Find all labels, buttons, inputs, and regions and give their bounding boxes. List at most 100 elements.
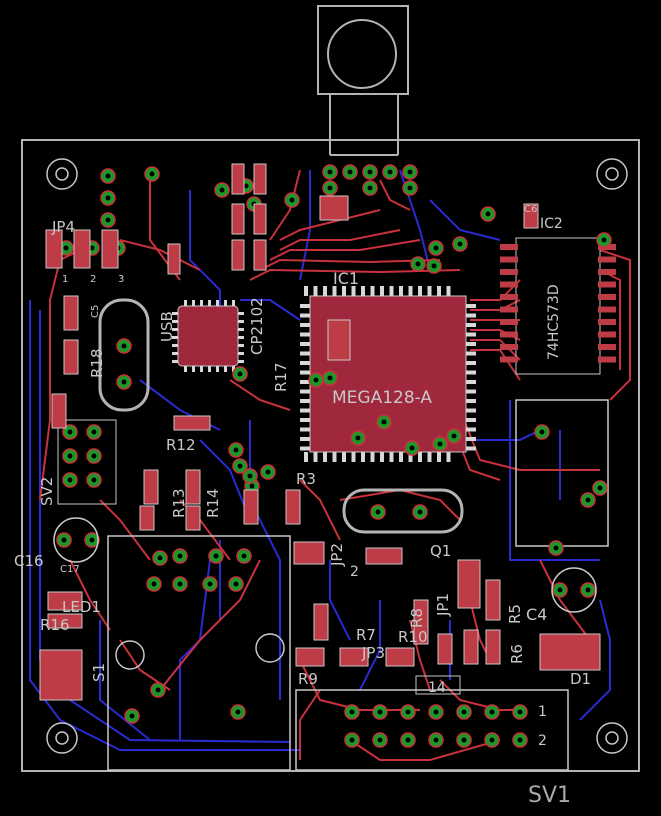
pad-hole (249, 483, 255, 489)
cp2102-pin (192, 300, 195, 306)
pad-hole (177, 581, 183, 587)
pad-hole (349, 709, 355, 715)
pad-hole (89, 537, 95, 543)
mcu-pin (323, 286, 327, 296)
pin2-label: 2 (538, 733, 547, 749)
mcu-pin (304, 286, 308, 296)
smd-part (365, 547, 403, 565)
c17-label: C17 (60, 564, 80, 575)
mcu-pin (300, 437, 310, 441)
mcu-pin (361, 286, 365, 296)
ic2-pin (598, 331, 616, 338)
smd-part (73, 229, 91, 269)
pad-hole (129, 713, 135, 719)
mcu-pin (427, 286, 432, 296)
mcu-pin (466, 370, 476, 375)
mcu-pin (300, 332, 310, 337)
pad-hole (327, 185, 333, 191)
cp2102-pin (172, 344, 178, 347)
pad-hole (405, 737, 411, 743)
cp2102-pin (184, 300, 187, 306)
usb-label: USB (158, 311, 176, 342)
smd-part (231, 163, 245, 195)
mcu-label: MEGA128-A (332, 388, 432, 408)
smd-part (413, 599, 429, 645)
jp4-pin2-label: 2 (90, 274, 96, 285)
mcu-pin (408, 286, 413, 296)
smd-part (457, 559, 481, 609)
crystal-usb (98, 298, 150, 412)
pad-hole (415, 261, 421, 267)
r13-label: R13 (170, 488, 188, 518)
cp2102-pin (172, 336, 178, 339)
pad-hole (355, 435, 361, 441)
r7-label: R7 (356, 626, 376, 644)
pad-hole (489, 737, 495, 743)
mcu-pin (300, 427, 310, 432)
pad-hole (313, 377, 319, 383)
mcu-pin (300, 418, 310, 422)
pad-hole (105, 173, 111, 179)
smd-part (253, 163, 267, 195)
smd-part (101, 229, 119, 269)
ic2-pin (598, 344, 616, 350)
mcu-pin (466, 323, 476, 327)
cp2102-pin (200, 366, 203, 372)
ic2-pin (500, 281, 518, 288)
jp4-pin1-label: 1 (62, 274, 68, 285)
pad-hole (327, 169, 333, 175)
pad-hole (557, 587, 563, 593)
r17-label: R17 (272, 362, 290, 392)
s1-label: S1 (90, 663, 108, 682)
pad-hole (387, 169, 393, 175)
pad-hole (347, 169, 353, 175)
cp2102-pin (216, 366, 219, 372)
mcu-pin (466, 380, 476, 384)
d1-label: D1 (570, 670, 591, 688)
pad-hole (67, 453, 73, 459)
ic2-pin (500, 331, 518, 338)
cp2102-pin (224, 300, 227, 306)
pad-hole (61, 537, 67, 543)
pad-hole (105, 195, 111, 201)
pad-hole (151, 581, 157, 587)
mcu-pin (399, 286, 403, 296)
mcu-pin (408, 452, 413, 462)
smd-part (139, 505, 155, 531)
ic2-pin (598, 294, 616, 300)
pad-hole (235, 709, 241, 715)
ic2-pin (500, 244, 518, 250)
top-copper-layer (39, 169, 631, 761)
pad-hole (409, 445, 415, 451)
mcu-pin (361, 452, 365, 462)
cp2102-pin (224, 366, 227, 372)
mcu-pin (332, 286, 337, 296)
r9-label: R9 (298, 670, 318, 688)
pin1-label: 1 (538, 704, 547, 720)
pad-hole (237, 371, 243, 377)
mcu-pin (304, 452, 308, 462)
pad-hole (417, 509, 423, 515)
pad-hole (327, 375, 333, 381)
pad-hole (433, 709, 439, 715)
smd-part (319, 195, 349, 221)
c6-label: C6 (524, 204, 537, 215)
c5-label: C5 (90, 305, 101, 318)
mcu-pin (466, 351, 476, 356)
mcu-pin (300, 399, 310, 403)
pad-hole (489, 709, 495, 715)
mcu-pin (466, 313, 476, 318)
mcu-pin (466, 418, 476, 422)
silkscreen-labels: JP4 1 2 3 USB R12 R13 R14 R17 R18 R3 R5 … (14, 204, 591, 688)
pad-hole (207, 581, 213, 587)
cp2102-pin (232, 366, 235, 372)
smd-part (173, 415, 211, 431)
pad-hole (349, 737, 355, 743)
pad-hole (219, 187, 225, 193)
mcu-pin (466, 408, 476, 413)
q1-label: Q1 (430, 542, 451, 560)
pad-hole (517, 737, 523, 743)
smd-part (523, 203, 539, 229)
pad-hole (89, 245, 95, 251)
cp2102-pin (238, 320, 244, 323)
